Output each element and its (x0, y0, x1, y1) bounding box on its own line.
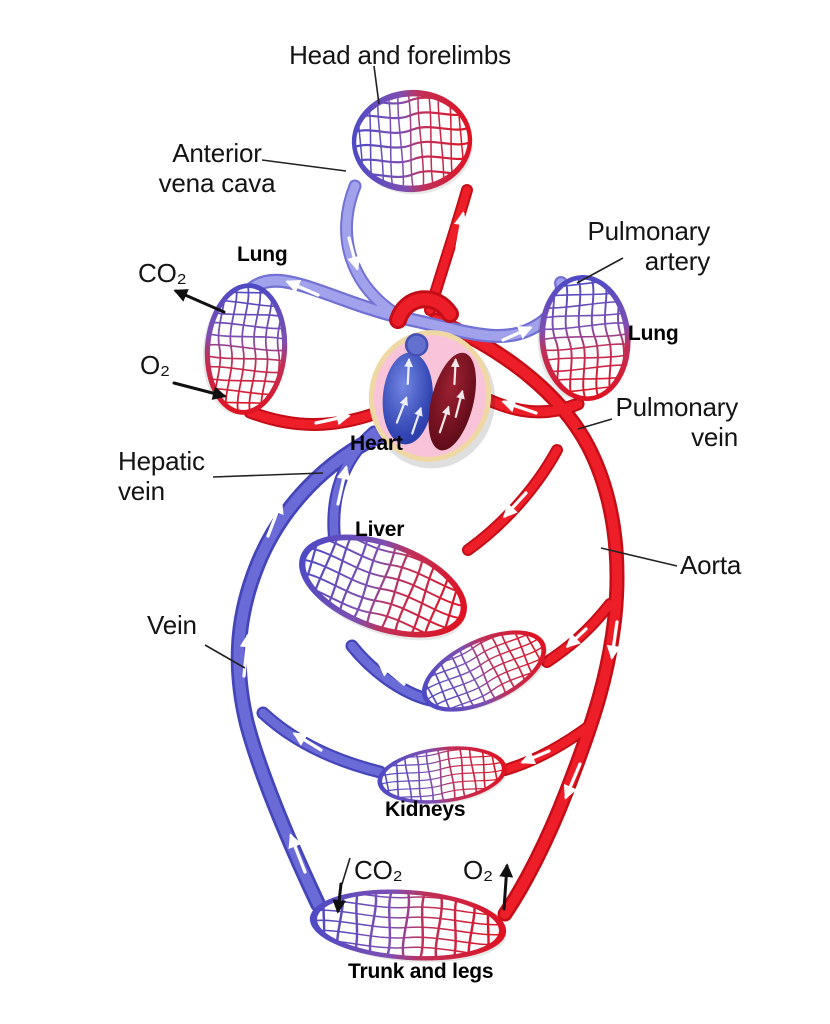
leader-co2-lower (341, 857, 351, 885)
label-pulmonary-vein: Pulmonary vein (615, 392, 739, 453)
label-co2-upper: CO₂ (138, 258, 187, 288)
gas-exchange-arrows-group (172, 289, 514, 914)
hepatic-artery-vessel (468, 450, 557, 550)
o2-out-arrow (499, 863, 514, 911)
o2-in-arrow (172, 381, 227, 400)
systemic-veins-group (239, 432, 430, 904)
label-anterior-vena-cava: Anterior vena cava (158, 138, 276, 199)
leader-aorta (600, 547, 678, 567)
mesenteric-artery-vessel (547, 604, 610, 662)
co2-out-arrow (173, 289, 226, 314)
capillary-bed-kidneys (370, 736, 514, 814)
label-kidneys: Kidneys (385, 798, 466, 821)
leader-vein (204, 644, 246, 669)
capillary-bed-gut (405, 609, 563, 733)
label-heart: Heart (350, 432, 403, 455)
heart-chamber-maroon (428, 352, 477, 451)
label-lung-left: Lung (237, 243, 288, 266)
flow-arrows-group (239, 211, 621, 874)
pulmonary-trunk-knob (404, 333, 429, 357)
capillary-bed-trunk (302, 880, 514, 970)
label-vein: Vein (147, 610, 197, 640)
leader-hepatic-vein (212, 472, 324, 478)
leader-lines-group (204, 65, 678, 885)
label-liver: Liver (355, 518, 405, 541)
capillary-beds-group (196, 82, 639, 970)
label-aorta: Aorta (680, 550, 742, 580)
heart-illustration (368, 330, 496, 469)
label-o2-upper: O₂ (140, 350, 170, 380)
leader-pulmonary-artery (576, 257, 624, 284)
capillary-bed-lung-right (531, 268, 639, 408)
vein-vessel (239, 434, 383, 904)
leader-pulmonary-vein (577, 418, 613, 430)
capillary-bed-head (346, 82, 478, 200)
label-o2-lower: O₂ (463, 855, 493, 885)
leader-anterior-vena-cava (261, 159, 347, 172)
label-trunk-and-legs: Trunk and legs (348, 960, 494, 983)
label-hepatic-vein: Hepatic vein (118, 446, 205, 507)
label-head: Head and forelimbs (289, 40, 511, 70)
label-lung-right: Lung (628, 322, 679, 345)
label-pulmonary-artery: Pulmonary artery (587, 216, 711, 277)
co2-in-arrow (332, 882, 347, 914)
leader-head (373, 65, 380, 105)
capillary-bed-lung-left (196, 277, 296, 421)
capillary-bed-liver (280, 509, 486, 663)
label-co2-lower: CO₂ (354, 855, 403, 885)
